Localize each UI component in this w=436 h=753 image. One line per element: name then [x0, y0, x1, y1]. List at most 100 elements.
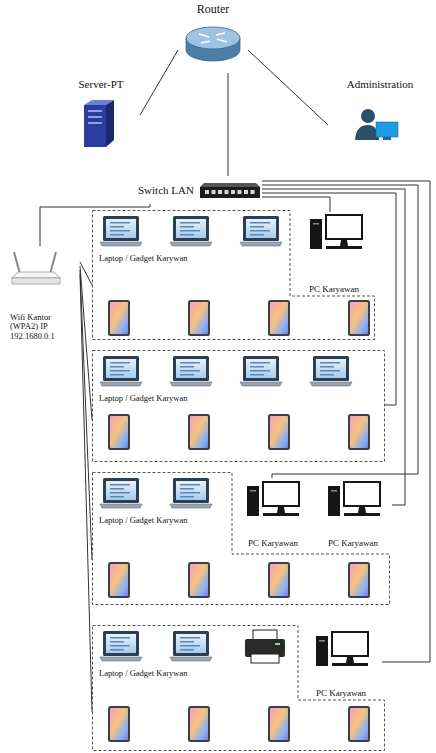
pc-stand: [277, 507, 285, 513]
pc-stand: [346, 657, 354, 663]
tablet-body: [348, 414, 370, 450]
tablet-icon: [188, 562, 210, 598]
screen-line: [180, 362, 200, 364]
tablet-icon: [268, 562, 290, 598]
node-label: Administration: [347, 78, 414, 91]
screen-line: [320, 374, 334, 376]
laptop-icon: [100, 631, 142, 661]
screen-line: [110, 649, 124, 651]
wifi-node: Wifi Kantor (WPA2) IP 192.1680.0.1: [2, 246, 80, 342]
screen-line: [110, 370, 130, 372]
admin-head: [361, 109, 375, 123]
admin-monitor: [376, 122, 398, 137]
tablet-icon: [348, 706, 370, 742]
screen-line: [110, 226, 124, 228]
screen-line: [320, 370, 340, 372]
tablet-screen: [110, 708, 128, 740]
switch-port: [244, 190, 248, 194]
group-label: Laptop / Gadget Karywan: [98, 254, 189, 264]
laptop-icon: [310, 356, 352, 386]
tablet-body: [108, 414, 130, 450]
tablet-icon: [188, 414, 210, 450]
tablet-screen: [350, 708, 368, 740]
pc-keyboard: [344, 513, 380, 516]
tablet-screen: [350, 416, 368, 448]
pc-keyboard: [332, 663, 368, 666]
pc-stand: [358, 507, 366, 513]
group-label: Laptop / Gadget Karywan: [98, 516, 189, 526]
tablet-body: [348, 300, 370, 336]
screen-line: [110, 366, 124, 368]
screen-line: [180, 226, 194, 228]
screen-line: [180, 366, 194, 368]
tablet-icon: [108, 414, 130, 450]
screen-line: [180, 637, 200, 639]
screen-line: [110, 641, 124, 643]
admin-stand: [383, 137, 391, 140]
tablet-icon: [268, 414, 290, 450]
group-label: Laptop / Gadget Karywan: [98, 669, 189, 679]
laptop-base: [100, 657, 142, 661]
printer-led: [275, 643, 280, 645]
screen-line: [110, 234, 124, 236]
laptop-base: [240, 242, 282, 246]
tablet-body: [348, 562, 370, 598]
tablet-body: [268, 562, 290, 598]
printer-icon: [245, 630, 285, 663]
admin-body: [355, 125, 379, 140]
tablet-screen: [270, 302, 288, 334]
switch-port: [205, 190, 209, 194]
device-group: Laptop / Gadget Karywan: [92, 210, 375, 340]
laptop-screen: [106, 359, 136, 378]
screen-line: [180, 492, 200, 494]
pc-node: PC Karyawan: [296, 212, 372, 294]
pc-drive: [313, 223, 319, 225]
switch-port: [238, 190, 242, 194]
screen-line: [250, 374, 264, 376]
node-label: PC Karyawan: [248, 538, 298, 548]
switch-node: Switch LAN: [138, 176, 262, 204]
screen-line: [110, 222, 130, 224]
laptop-icon: [240, 356, 282, 386]
tablet-body: [188, 562, 210, 598]
pc-icon: [310, 215, 362, 249]
antenna: [50, 252, 56, 274]
network-link: [80, 270, 92, 560]
pc-node: PC Karyawan: [300, 628, 382, 698]
admin-node: Administration: [328, 78, 432, 148]
tablet-body: [108, 300, 130, 336]
screen-line: [110, 484, 130, 486]
tablet-screen: [350, 302, 368, 334]
pc-drive: [331, 490, 337, 492]
pc-node: PC Karyawan: [234, 478, 312, 548]
printer-paper: [253, 630, 277, 640]
tablet-icon: [268, 300, 290, 336]
switch-icon: [200, 183, 260, 198]
group-outline-svg: [92, 210, 375, 340]
pc-keyboard: [263, 513, 299, 516]
laptop-lid: [173, 356, 209, 381]
node-label: PC Karyawan: [328, 538, 378, 548]
screen-line: [180, 649, 194, 651]
tablet-icon: [348, 300, 370, 336]
router-icon: [186, 27, 240, 61]
pc-monitor: [344, 482, 380, 506]
node-label: PC Karyawan: [309, 284, 359, 294]
laptop-icon: [170, 356, 212, 386]
screen-line: [110, 645, 130, 647]
screen-line: [180, 370, 200, 372]
laptop-base: [170, 382, 212, 386]
switch-port: [225, 190, 229, 194]
pc-node: PC Karyawan: [314, 478, 392, 548]
screen-line: [320, 366, 334, 368]
laptop-lid: [173, 478, 209, 503]
screen-line: [180, 230, 200, 232]
pc-drive: [319, 640, 325, 642]
screen-line: [180, 374, 194, 376]
laptop-lid: [243, 216, 279, 241]
network-link: [140, 50, 178, 115]
laptop-base: [100, 504, 142, 508]
server-node: Server-PT: [62, 78, 140, 150]
laptop-screen: [106, 219, 136, 238]
